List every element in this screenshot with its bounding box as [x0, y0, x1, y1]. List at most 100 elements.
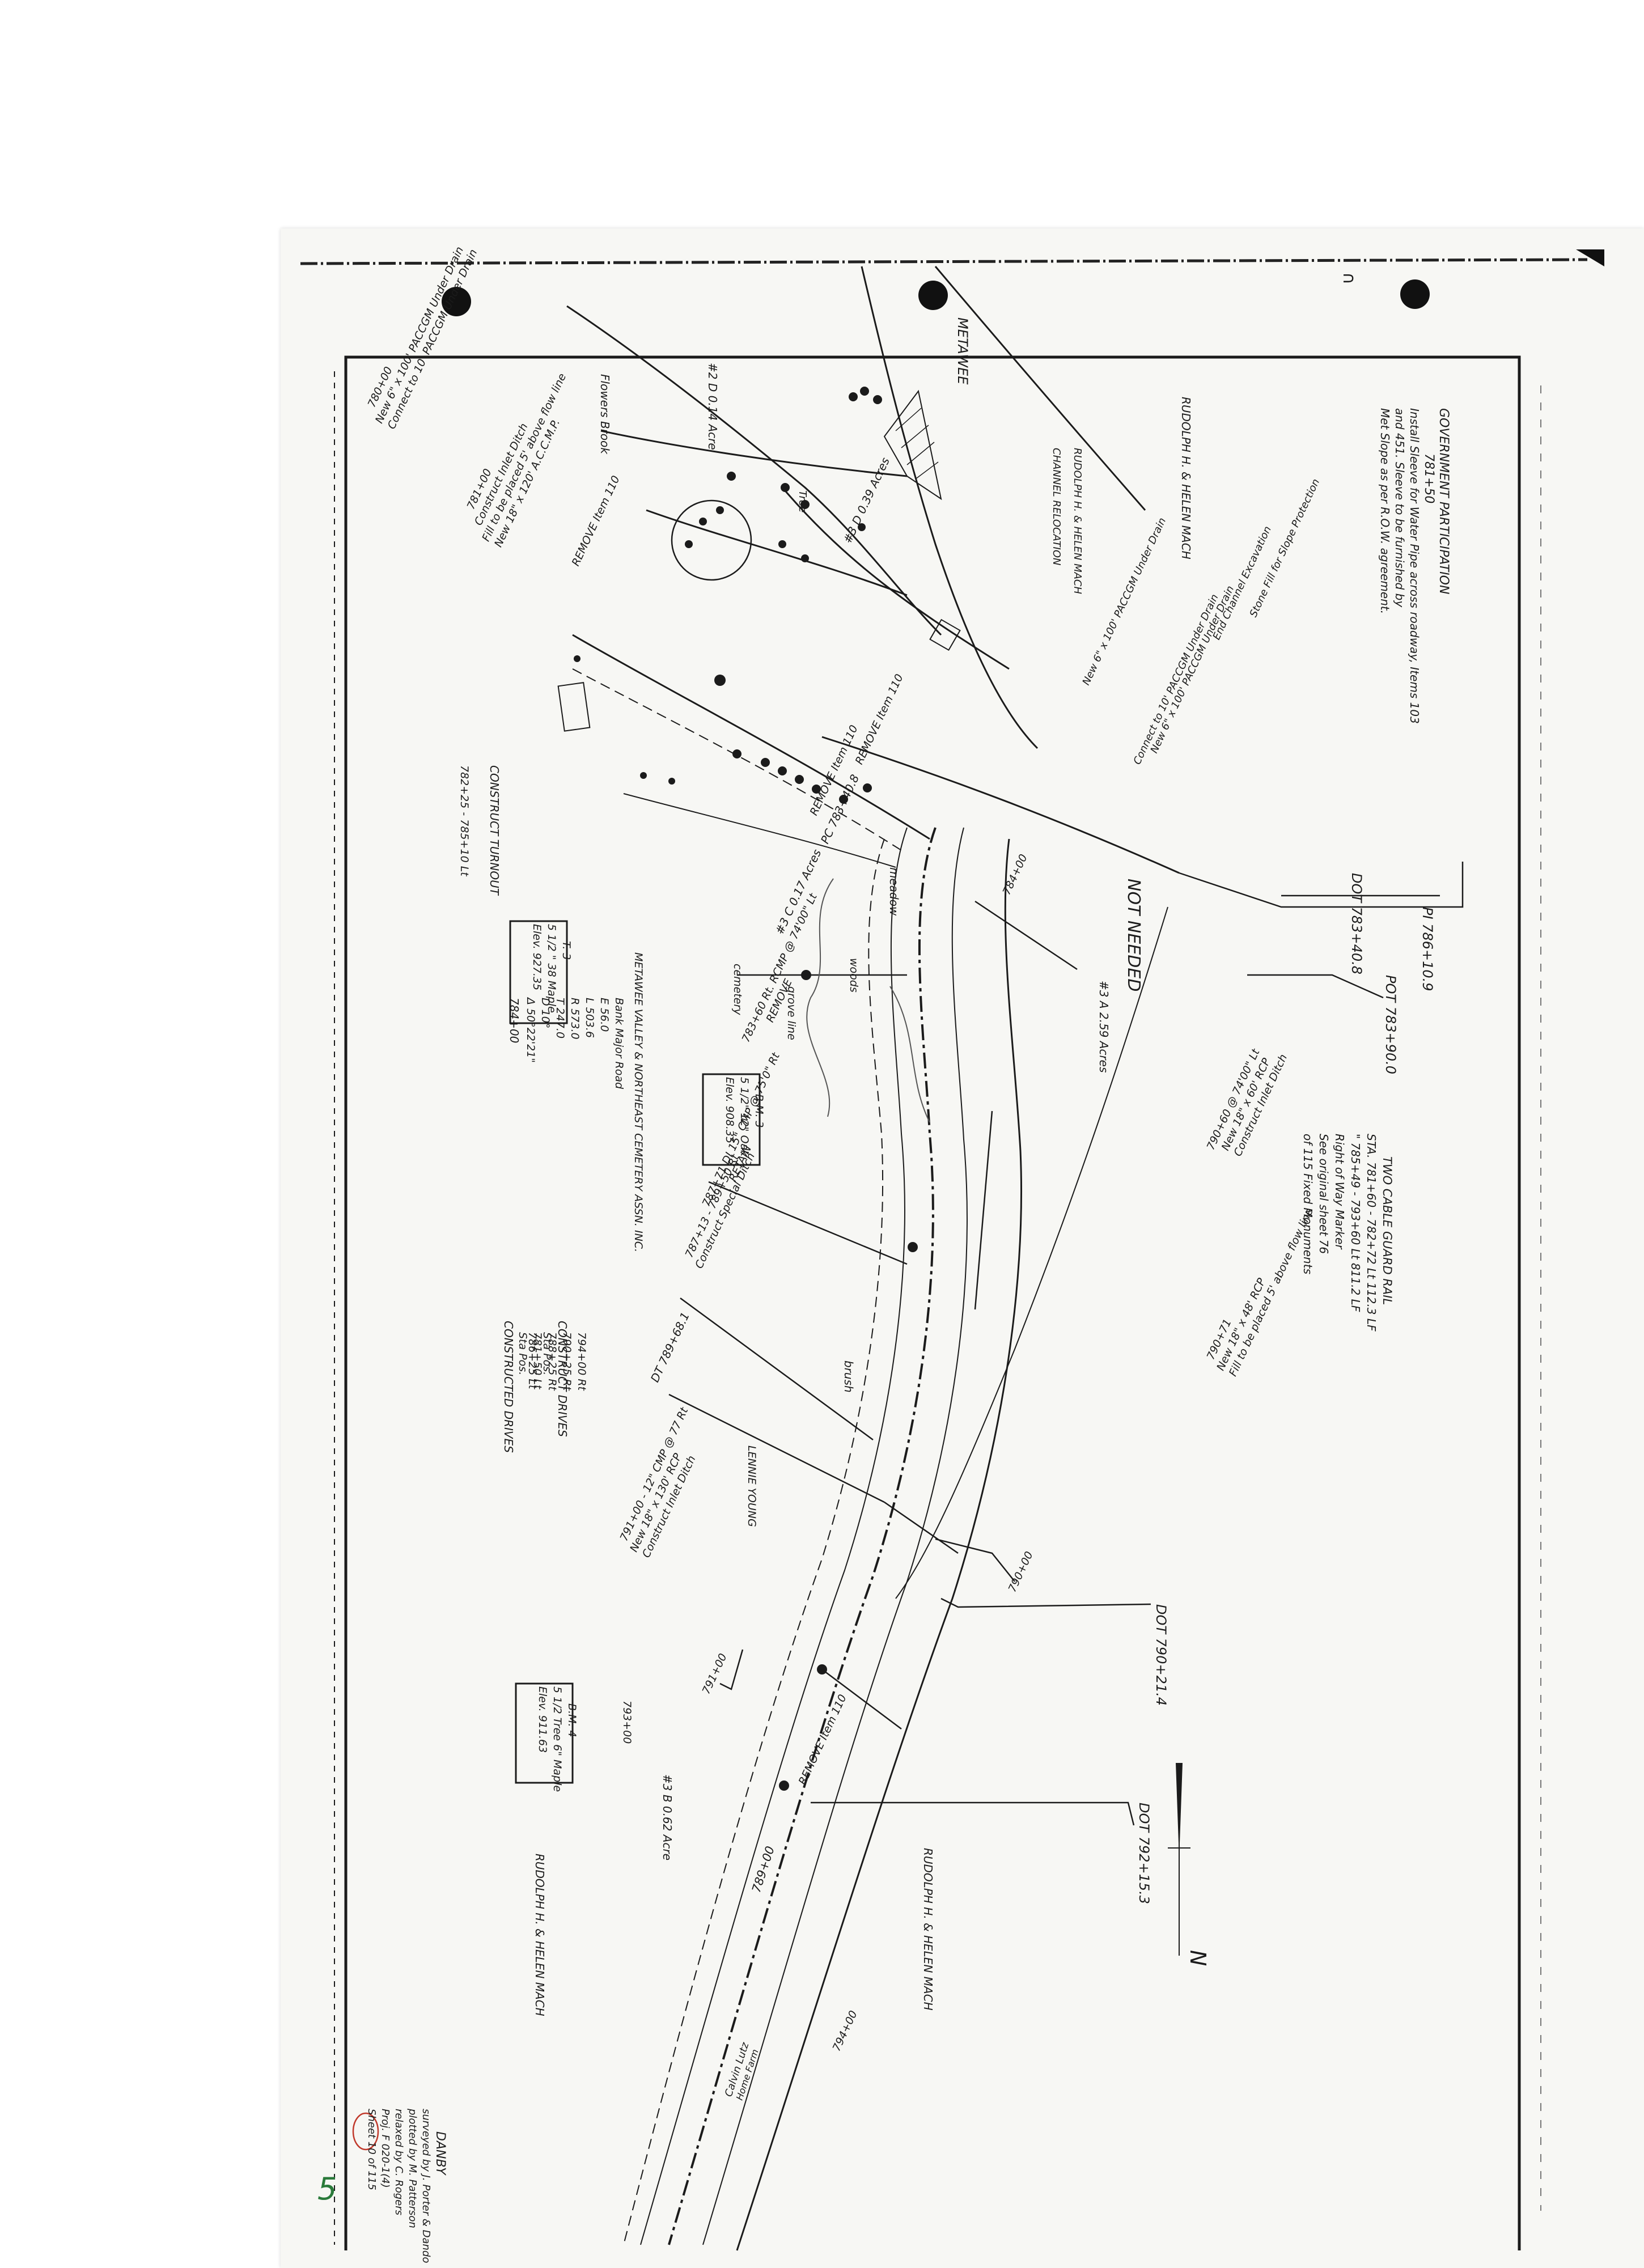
not-needed-text: NOT NEEDED — [1124, 879, 1143, 991]
lennie-young: LENNIE YOUNG — [745, 1445, 758, 1527]
brook-line-1 — [566, 305, 942, 636]
remove-item-2: REMOVE Item 110 — [853, 672, 906, 766]
owner-top: RUDOLPH H. & HELEN MACH — [1179, 397, 1193, 559]
dot-station-3: DOT 790+21.4 — [1153, 1604, 1169, 1706]
bm-box-3 — [515, 1682, 574, 1784]
sta-784-b: 784+00 — [1001, 853, 1030, 897]
cemetery-text: METAWEE VALLEY & NORTHEAST CEMETERY ASSN… — [632, 952, 645, 1252]
road-centerline — [668, 827, 937, 2245]
road-approach — [572, 634, 930, 840]
diagonal-line — [895, 906, 1168, 1599]
survey-l5: Proj. F 020-1(4) — [379, 2109, 391, 2188]
bm-box-3-text: B.M. 4 5 1/2 Tree 6" Maple Elev. 911.63 — [536, 1686, 578, 1792]
remove-item-2-text: REMOVE Item 110 — [853, 672, 906, 766]
curve-d: D 10° — [539, 998, 552, 1028]
culvert-note-c6: 790+60 @ 74'00" Lt New 18" x 60' RCP Con… — [1205, 1046, 1290, 1159]
bm3-l1: B.M. 4 — [566, 1703, 578, 1737]
construct-drives: CONSTRUCT DRIVES Sta Pos. 786+25 Lt — [526, 1321, 569, 1437]
punch-hole-mid — [918, 281, 948, 310]
north-label: N — [1185, 1950, 1210, 1966]
remove-item-4: REMOVE Item 110 — [796, 1693, 849, 1787]
curve-t: T 247.0 — [554, 998, 566, 1038]
road-approach-left — [572, 668, 902, 851]
bm1-l1: T. 3 — [560, 941, 573, 960]
guard-rail-row: Right of Way Marker — [1333, 1134, 1346, 1250]
bm3-l2: 5 1/2 Tree 6" Maple — [551, 1686, 563, 1792]
survey-l4: relaxed by C. Rogers — [393, 2109, 405, 2215]
channel-relocation: CHANNEL RELOCATION — [1050, 448, 1062, 566]
flowers-brook: Flowers Brook — [598, 374, 612, 455]
brook-line-3 — [934, 266, 1146, 511]
brush-outline — [889, 986, 930, 1123]
curve-note: Bank Major Road — [613, 998, 625, 1090]
sta-790: 790+00 — [1006, 1550, 1036, 1595]
tree-symbols — [574, 387, 918, 1791]
dot-station-1: DOT 783+40.8 — [1349, 873, 1365, 974]
drives-row: 786+25 Lt — [526, 1332, 539, 1390]
bm2-l1: B.M. 3 — [753, 1094, 765, 1128]
underdrain-new: New 6" x 100' PACCGM Under Drain — [373, 245, 466, 426]
accmp-note: 781+00 Construct Inlet Ditch Fill to be … — [465, 371, 569, 549]
curve-delta: Δ 50°22'21" — [524, 997, 537, 1063]
owner-right-bottom: RUDOLPH H. & HELEN MACH — [921, 1848, 935, 2011]
not-needed-block: NOT NEEDED — [1124, 879, 1143, 991]
grove-line: grove line — [785, 986, 798, 1040]
sta-794: 794+00 — [831, 2009, 860, 2054]
sheet-number-circle — [352, 2112, 379, 2151]
label-layer: ∩ GOVERNMENT PARTICIPATION 781+50 Instal… — [317, 245, 1451, 2263]
punch-hole-right — [1400, 279, 1430, 309]
guard-rail-sta1: STA. 781+60 - 782+72 Lt 112.3 LF — [1365, 1134, 1378, 1332]
cdrives-row-4: 794+00 Rt — [575, 1332, 588, 1392]
note-line-4: and 451. Sleeve to be furnished by — [1393, 408, 1406, 608]
station-leaders — [668, 862, 1464, 1826]
plan-sheet — [281, 228, 1644, 2268]
note-line-5: Met Slope as per R.O.W. agreement. — [1378, 408, 1392, 614]
shed-outline — [929, 618, 961, 651]
note-line-2: 781+50 — [1422, 453, 1436, 503]
brook-line-2 — [861, 266, 1039, 749]
old-road — [623, 793, 896, 868]
building-outline — [557, 682, 591, 732]
bm-box-1-text: T. 3 5 1/2 " 38 Maple Elev. 927.35 — [531, 924, 573, 1013]
curve-e: E 56.0 — [598, 998, 611, 1032]
drives-hdr: Sta Pos. — [541, 1332, 553, 1375]
channel-line-b — [646, 509, 908, 596]
guard-rail-sta2: " 785+49 - 793+60 Lt 811.2 LF — [1349, 1134, 1362, 1312]
cdrives-title: CONSTRUCTED DRIVES — [502, 1321, 515, 1453]
road-edge-right — [702, 827, 968, 2245]
pt-station: DT 789+68.1 — [648, 1310, 692, 1384]
underdrain-connect: Connect to 10' PACCGM Under Drain — [385, 247, 480, 431]
guard-rail-title: TWO CABLE GUARD RAIL — [1380, 1156, 1394, 1305]
sheet-border — [344, 355, 1521, 2250]
turnout-sta: 782+25 - 785+10 Lt — [458, 765, 471, 877]
curve-data: 784+00 Δ 50°22'21" D 10° T 247.0 R 573.0… — [507, 997, 625, 1090]
note-line-1: GOVERNMENT PARTICIPATION — [1437, 408, 1451, 594]
turnout-note: CONSTRUCT TURNOUT 782+25 - 785+10 Lt — [458, 765, 501, 896]
long-reference-line — [821, 736, 1180, 874]
guard-rail-ref2: of 115 Fixed Monuments — [1301, 1134, 1315, 1274]
bm3-l3: Elev. 911.63 — [536, 1686, 549, 1753]
cemetery-word: cemetery — [731, 964, 744, 1015]
tree-circle — [671, 499, 752, 581]
hole-mark: ∩ — [1339, 272, 1359, 285]
underdrain-label: New 6" x 100' PACCGM Under Drain — [1080, 516, 1168, 687]
calvin-lutz: Calvin Lutz Home Farm — [723, 2041, 761, 2101]
hatch-lines — [895, 408, 939, 480]
culvert-note-c4: 791+00 - 12" CMP @ 77 Rt New 18" x 130' … — [618, 1405, 698, 1559]
channel-line-a — [600, 430, 908, 477]
acres-3b: #3 B 0.62 Acre — [660, 1774, 674, 1860]
corner-tab — [1576, 249, 1604, 266]
acres-3d: #3 D 0.39 Acres — [841, 455, 892, 545]
acres-2d: #2 D 0.14 Acre — [706, 363, 719, 450]
north-arrow — [1168, 1763, 1190, 1956]
metawee-label: METAWEE — [955, 317, 971, 385]
cemetery-label: METAWEE VALLEY & NORTHEAST CEMETERY ASSN… — [632, 952, 645, 1252]
remove-item-4-text: REMOVE Item 110 — [796, 1693, 849, 1787]
top-edge-line — [300, 258, 1588, 265]
guard-rail-ref: See original sheet 76 — [1317, 1134, 1331, 1254]
connect-underdrain: Connect to 10' PACCGM Under Drain — [1131, 592, 1221, 766]
sta-791: 791+00 — [700, 1652, 730, 1697]
woods-label: woods — [848, 958, 860, 993]
culvert-c10: Fill to be placed 5' above flow line — [1227, 1206, 1316, 1378]
